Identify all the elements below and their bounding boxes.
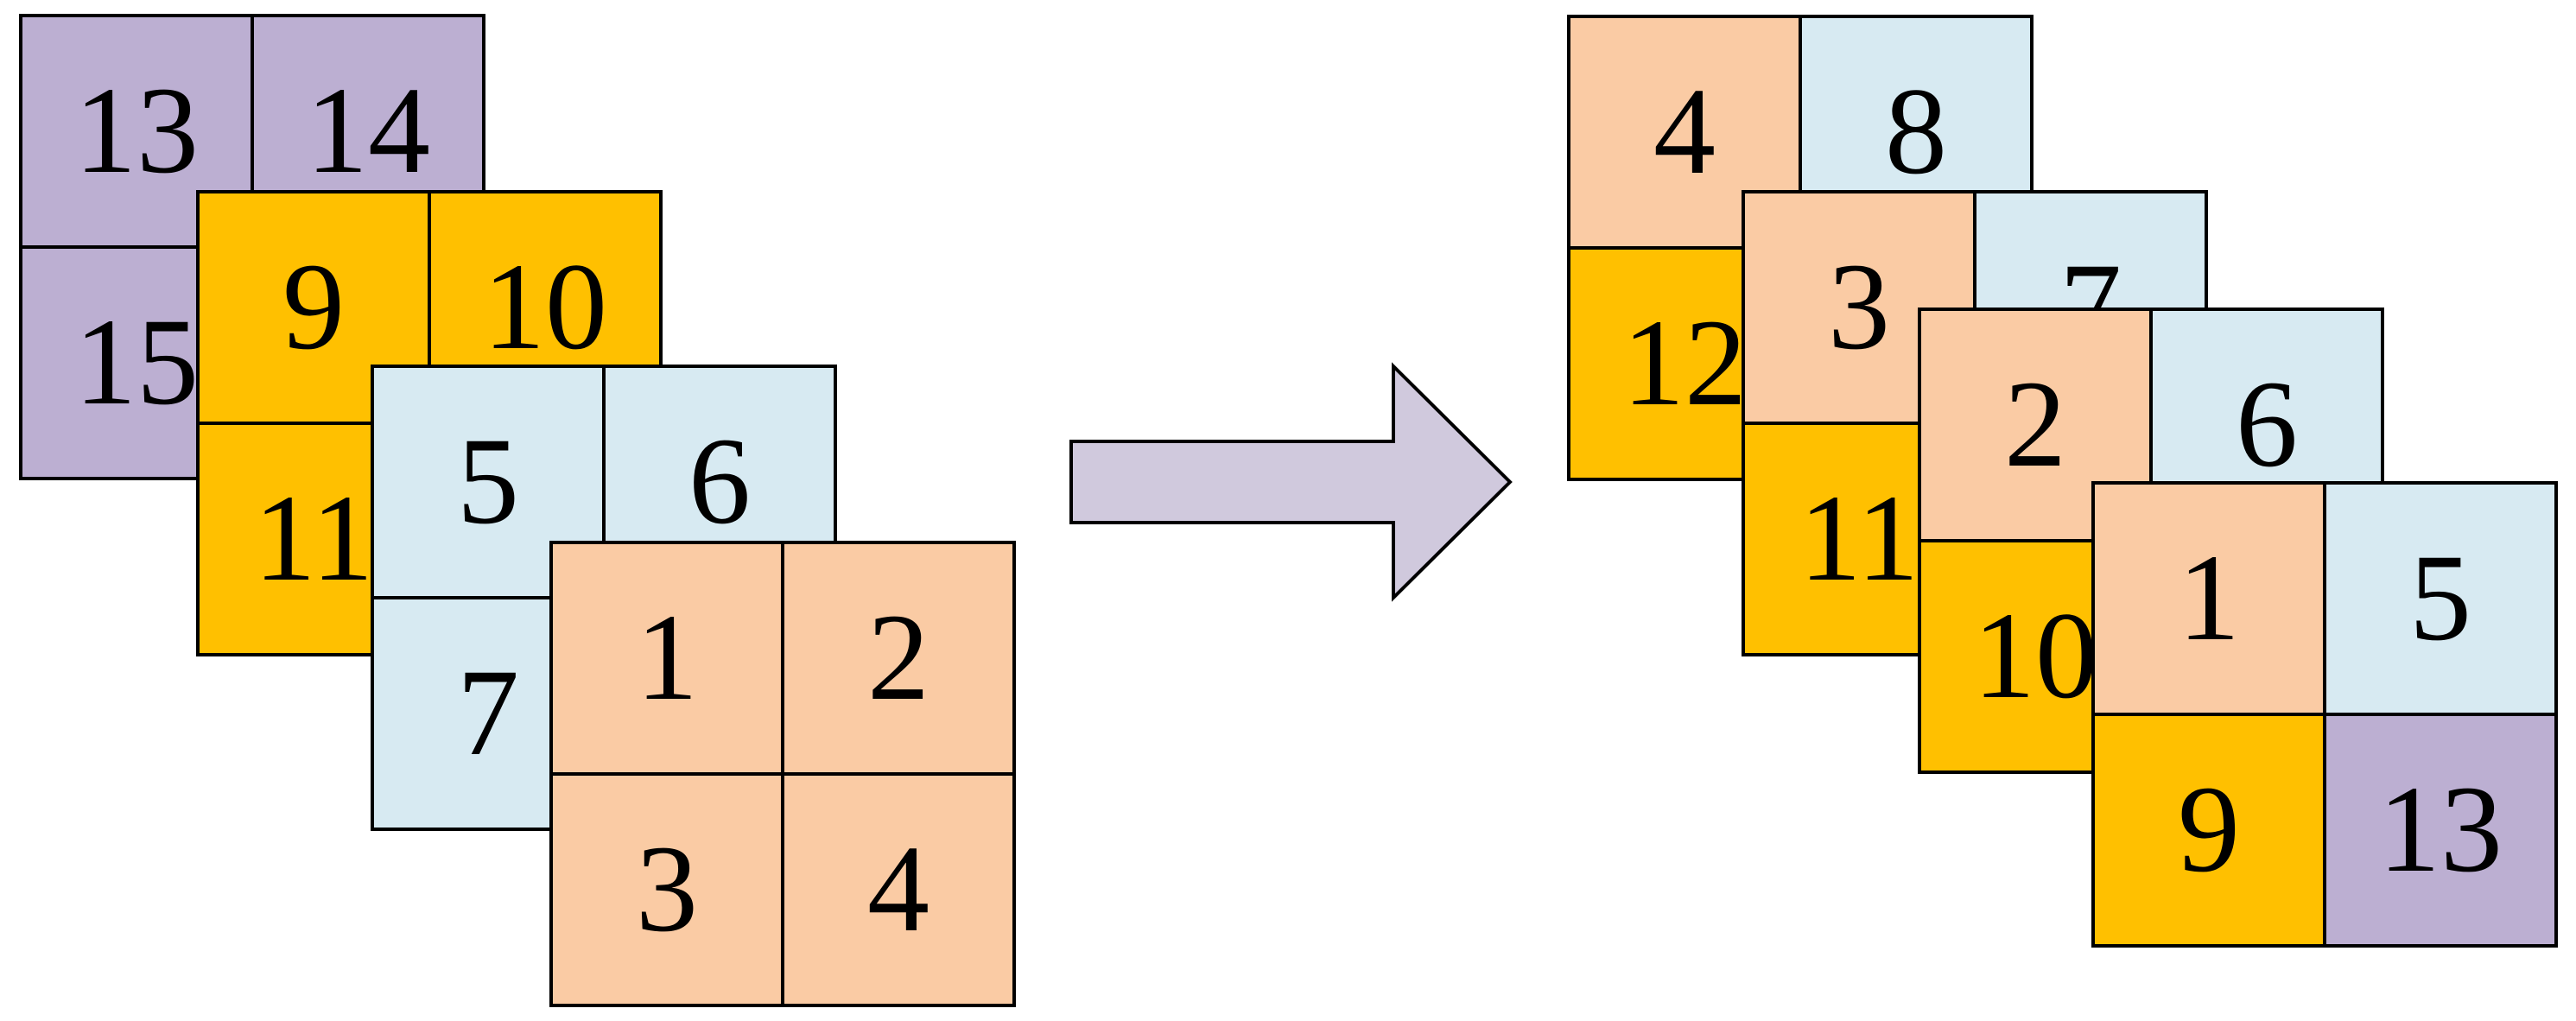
tensor-cell: 5 xyxy=(374,368,602,596)
tensor-cell: 1 xyxy=(553,544,781,772)
tensor-cell: 4 xyxy=(784,776,1012,1004)
tensor-cell: 5 xyxy=(2326,485,2554,713)
tensor-cell: 13 xyxy=(2326,716,2554,944)
arrow-right-shape xyxy=(1069,362,1513,602)
tensor-cell: 2 xyxy=(784,544,1012,772)
tensor-cell: 9 xyxy=(2095,716,2323,944)
tensor-cell: 3 xyxy=(553,776,781,1004)
tensor-cell: 9 xyxy=(200,193,428,422)
tensor-cell: 1 xyxy=(2095,485,2323,713)
tensor-cell: 2 xyxy=(1921,311,2149,539)
